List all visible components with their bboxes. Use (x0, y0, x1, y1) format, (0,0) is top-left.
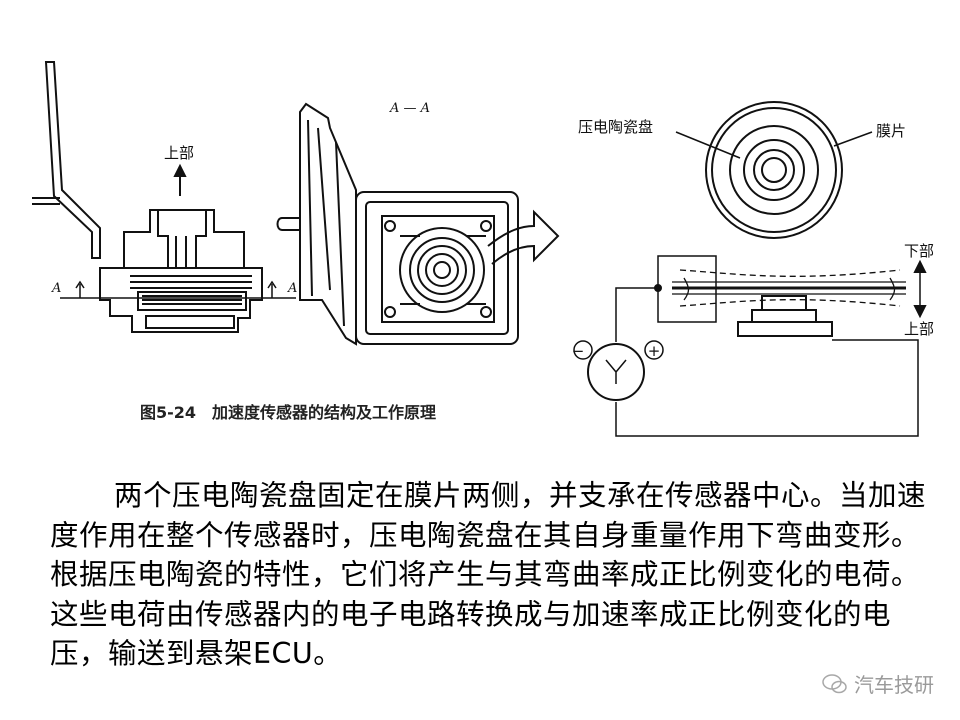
label-plus: + (648, 342, 661, 360)
label-minus: − (572, 342, 585, 360)
watermark-text: 汽车技研 (854, 673, 934, 697)
figure-caption: 图5-24 加速度传感器的结构及工作原理 (140, 403, 436, 422)
watermark: 汽车技研 (822, 669, 934, 698)
label-diaphragm: 膜片 (876, 122, 906, 140)
label-piezo-disc: 压电陶瓷盘 (578, 118, 653, 136)
body-paragraph: 两个压电陶瓷盘固定在膜片两侧，并支承在传感器中心。当加速度作用在整个传感器时，压… (50, 479, 927, 670)
label-section-aa: A — A (389, 101, 430, 116)
sensor-diagram: 上部 A A A — A 压电陶瓷盘 膜片 下部 上部 − + 图5-24 加速… (32, 61, 934, 437)
sensor-section-view (276, 102, 560, 346)
label-section-mark-left: A (51, 281, 61, 296)
label-section-mark-right: A (287, 281, 297, 296)
label-upper-part: 上部 (164, 144, 194, 162)
label-lower-part: 下部 (904, 242, 934, 260)
wechat-logo-icon (822, 673, 847, 693)
sensor-side-view (32, 61, 296, 333)
bending-diagram (573, 255, 927, 437)
piezo-disc-top-view (675, 101, 873, 239)
label-upper-part-right: 上部 (904, 320, 934, 338)
